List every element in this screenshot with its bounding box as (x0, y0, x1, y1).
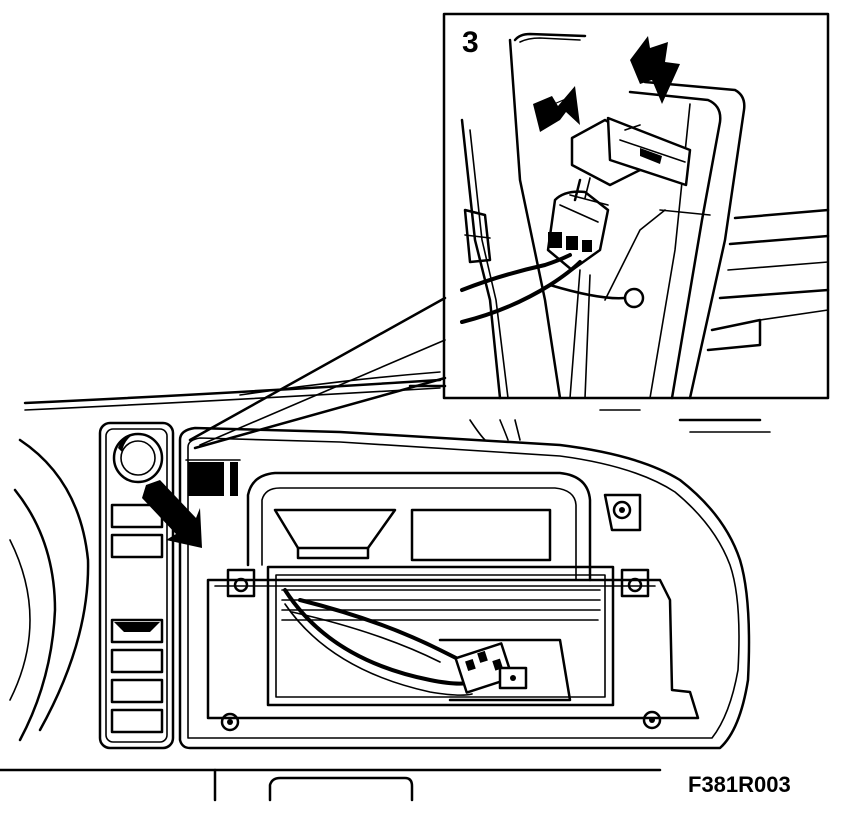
connector-lower (546, 190, 610, 272)
callout-lines (188, 296, 447, 450)
screw-tab-right (620, 568, 650, 598)
screw-bottom-right (642, 710, 662, 730)
inset-frame (442, 12, 830, 400)
switch-panel (98, 421, 175, 750)
connector-upper (570, 116, 692, 187)
inset-detail: 3 (442, 12, 830, 400)
dashboard-lines (0, 371, 771, 802)
motion-arrow-right (630, 36, 680, 104)
connector-location-marker (185, 459, 241, 496)
glovebox-opening (178, 419, 751, 750)
figure-code: F381R003 (688, 772, 791, 797)
screw-bottom-left (220, 712, 240, 732)
wiring-harness (283, 588, 572, 702)
screw-tab-left (226, 568, 256, 598)
inset-step-label: 3 (462, 26, 479, 59)
direction-arrow (142, 480, 202, 548)
screw-top-right (603, 493, 642, 532)
rotary-switch (112, 432, 164, 484)
motion-arrow-left (533, 86, 580, 132)
inset-wires (460, 177, 627, 399)
connector-drawer (454, 642, 528, 694)
